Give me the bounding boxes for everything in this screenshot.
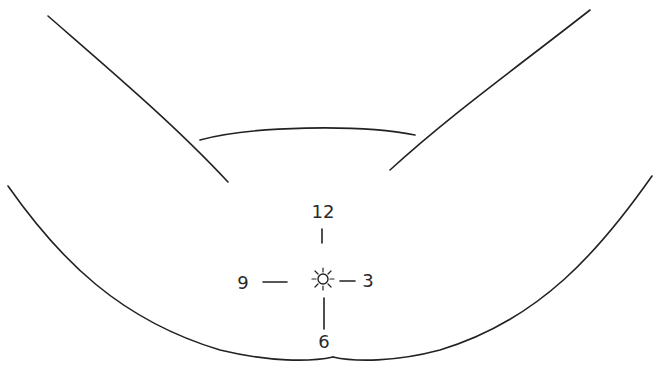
clock-position: 12 bbox=[312, 203, 335, 221]
tick-line bbox=[321, 229, 323, 243]
perineal-arc bbox=[200, 128, 415, 140]
right-buttock-curve bbox=[333, 176, 652, 360]
clock-position: 3 bbox=[362, 272, 373, 290]
tick-line bbox=[323, 298, 325, 329]
left-thigh-line bbox=[48, 16, 228, 182]
tick-line bbox=[263, 281, 287, 283]
right-thigh-line bbox=[390, 10, 590, 170]
anus-symbol bbox=[312, 268, 334, 290]
clock-position: 6 bbox=[318, 333, 329, 351]
tick-line bbox=[340, 280, 355, 282]
clock-position: 9 bbox=[237, 274, 248, 292]
left-buttock-curve bbox=[8, 186, 333, 360]
